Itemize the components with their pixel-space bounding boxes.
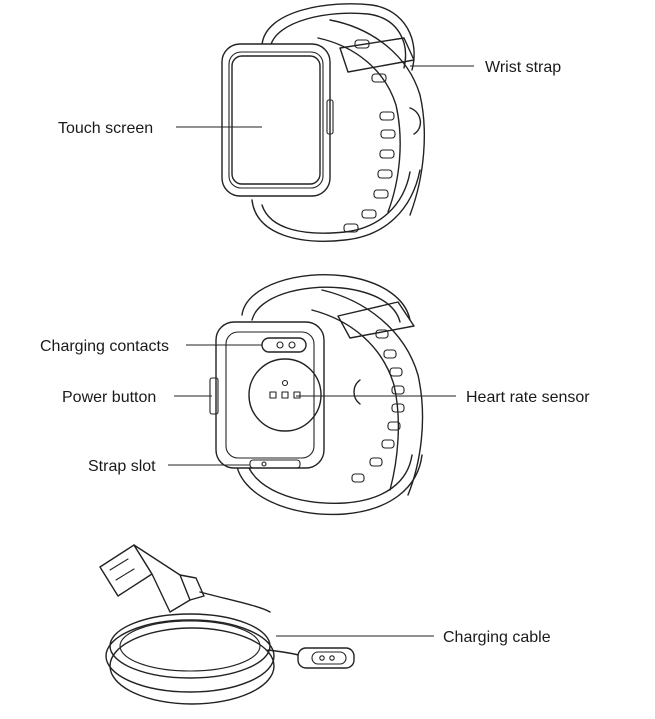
strap-holes-front — [343, 39, 396, 233]
label-strap-slot: Strap slot — [88, 458, 156, 475]
watch-front-view — [221, 3, 425, 242]
label-power-button: Power button — [62, 389, 156, 406]
label-charging-cable: Charging cable — [443, 629, 551, 646]
label-charging-contacts: Charging contacts — [40, 338, 169, 355]
watch-back-view — [209, 274, 424, 516]
leader-lines — [168, 65, 474, 637]
label-touch-screen: Touch screen — [58, 120, 153, 137]
callout-labels: Wrist strap Touch screen Charging contac… — [40, 59, 590, 646]
label-heart-rate-sensor: Heart rate sensor — [466, 389, 590, 406]
label-wrist-strap: Wrist strap — [485, 59, 561, 76]
strap-holes-back — [351, 329, 405, 483]
charging-cable-drawing — [99, 544, 355, 705]
